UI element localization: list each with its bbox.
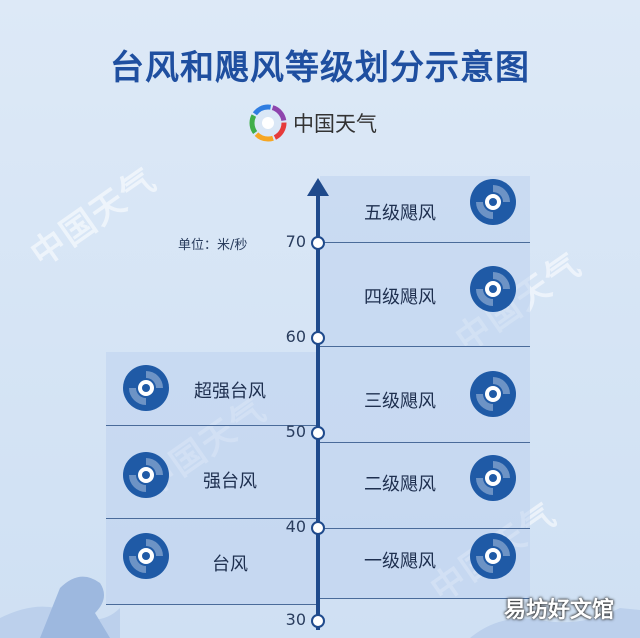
footer-watermark: 易坊好文馆 bbox=[503, 598, 614, 623]
tick-label: 50 bbox=[285, 422, 306, 441]
axis-dot bbox=[311, 426, 325, 440]
typhoon-strong-label: 强台风 bbox=[203, 471, 257, 492]
hurricane-level-1-label: 一级飓风 bbox=[364, 551, 436, 572]
cyclone-icon bbox=[469, 178, 517, 226]
cyclone-icon bbox=[469, 532, 517, 580]
hurricane-level-4-label: 四级飓风 bbox=[364, 287, 436, 308]
tick-label: 70 bbox=[285, 232, 306, 251]
typhoon-label: 台风 bbox=[212, 554, 248, 575]
axis-dot bbox=[311, 521, 325, 535]
divider-line bbox=[106, 518, 316, 519]
divider-line bbox=[106, 425, 316, 426]
hurricane-level-2-label: 二级飓风 bbox=[364, 474, 436, 495]
watermark: 中国天气 bbox=[23, 159, 165, 276]
axis-line bbox=[316, 190, 320, 630]
cyclone-icon bbox=[469, 265, 517, 313]
cyclone-icon bbox=[122, 364, 170, 412]
axis-arrow-icon bbox=[307, 178, 329, 196]
hurricane-level-5-label: 五级飓风 bbox=[364, 203, 436, 224]
logo: 中国天气 bbox=[249, 104, 377, 142]
logo-text: 中国天气 bbox=[293, 112, 377, 136]
axis-dot bbox=[311, 331, 325, 345]
tick-label: 40 bbox=[285, 517, 306, 536]
cyclone-icon bbox=[469, 454, 517, 502]
divider-line bbox=[320, 528, 530, 529]
divider-line bbox=[320, 346, 530, 347]
tick-label: 30 bbox=[285, 610, 306, 629]
page-title: 台风和飓风等级划分示意图 bbox=[110, 48, 530, 88]
cyclone-icon bbox=[122, 532, 170, 580]
unit-label: 单位：米/秒 bbox=[178, 238, 248, 253]
divider-line bbox=[320, 442, 530, 443]
axis-dot bbox=[311, 236, 325, 250]
cyclone-icon bbox=[122, 451, 170, 499]
divider-line bbox=[320, 598, 530, 599]
divider-line bbox=[106, 604, 316, 605]
logo-icon bbox=[249, 104, 287, 142]
axis-dot bbox=[311, 614, 325, 628]
divider-line bbox=[320, 242, 530, 243]
hurricane-level-3-label: 三级飓风 bbox=[364, 391, 436, 412]
cyclone-icon bbox=[469, 370, 517, 418]
typhoon-super-label: 超强台风 bbox=[194, 381, 266, 402]
tick-label: 60 bbox=[285, 327, 306, 346]
